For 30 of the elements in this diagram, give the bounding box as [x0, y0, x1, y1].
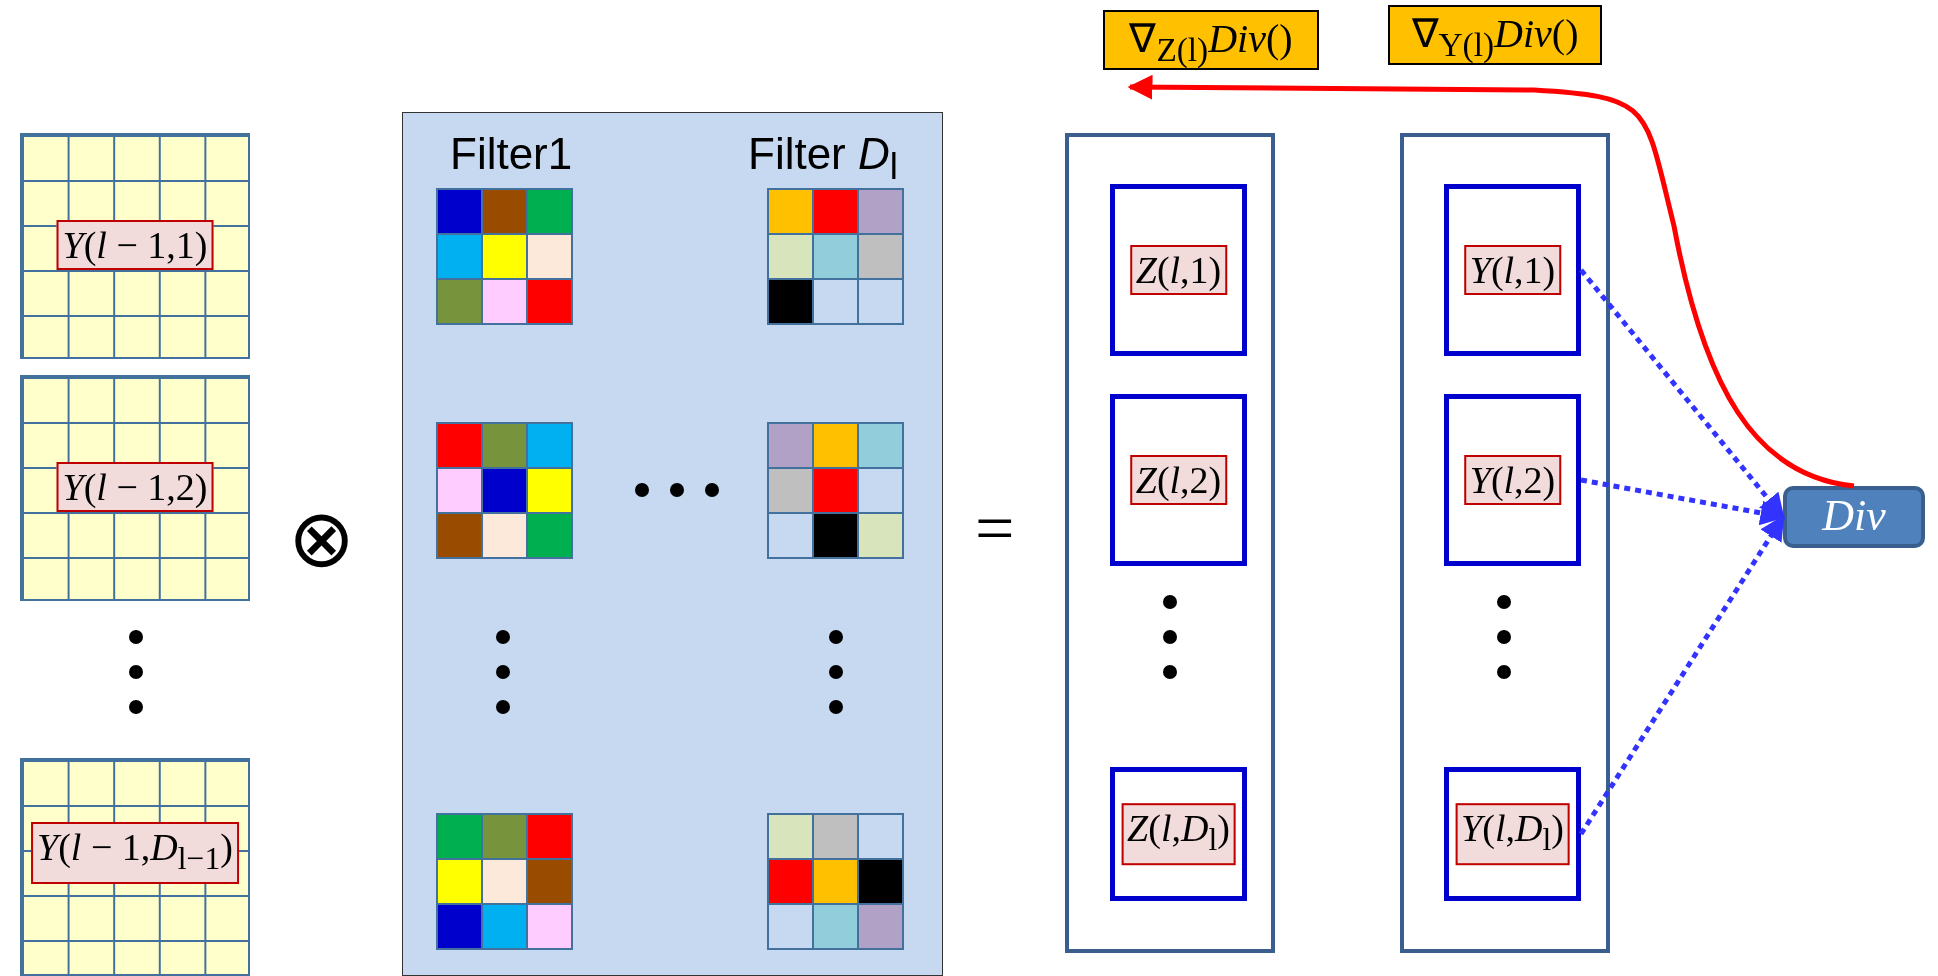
channel-stack-box [1065, 133, 1275, 953]
map-label: Y(l,1) [1463, 245, 1562, 295]
map-label: Z(l,1) [1129, 245, 1228, 295]
map-label: Z(l,2) [1129, 455, 1228, 505]
map-label: Y(l − 1,1) [56, 220, 214, 270]
feature-map-grid [20, 375, 250, 601]
equals-sign: = [975, 490, 1015, 567]
map-box [1444, 767, 1581, 901]
map-box [1110, 767, 1247, 901]
map-label: Y(l − 1,2) [56, 462, 214, 512]
filter-heading: Filter1 [450, 130, 573, 179]
gradient-label: ∇$_{Z(l)}$Div() [1103, 10, 1319, 70]
dotted-arrow [1578, 514, 1786, 836]
filter-heading: Filter D$_{l}$ [748, 130, 898, 188]
feature-map-grid [20, 758, 250, 976]
map-label: Y(l − 1,D$_{l−1}$) [31, 822, 239, 884]
map-label: Z(l,D$_{l}$) [1121, 803, 1236, 865]
arrow [1127, 74, 1855, 489]
gradient-label: ∇$_{Y(l)}$Div() [1388, 5, 1602, 65]
map-label: Y(l,D$_{l}$) [1455, 803, 1570, 865]
dotted-arrow [1580, 477, 1786, 526]
convolution-operator: ⊗ [288, 495, 355, 583]
map-box [1110, 184, 1247, 356]
map-box [1444, 394, 1581, 566]
divergence-box: Div [1783, 486, 1925, 548]
map-label: Y(l,2) [1463, 455, 1562, 505]
map-box [1110, 394, 1247, 566]
channel-stack-box [1400, 133, 1610, 953]
map-box [1444, 184, 1581, 356]
feature-map-grid [20, 133, 250, 359]
